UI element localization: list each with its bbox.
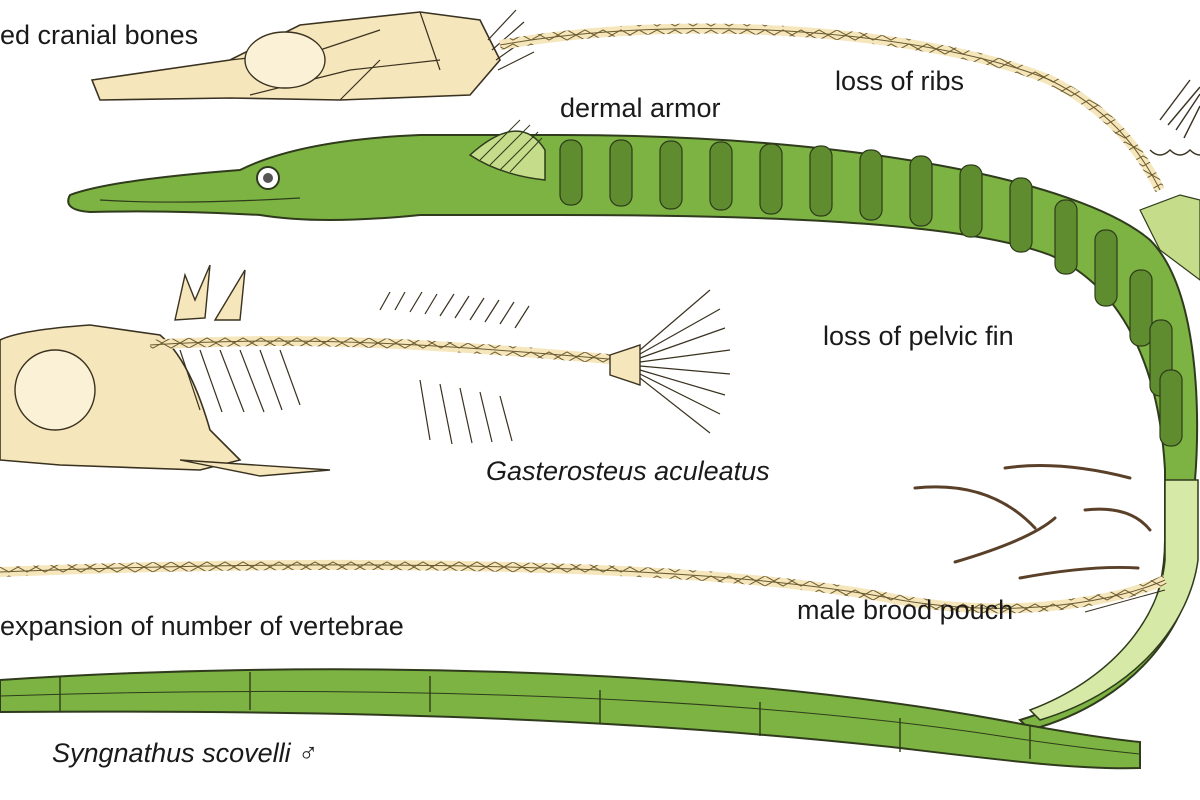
juvenile-5 [1018,565,1140,580]
dermal-armor-plates [559,139,1183,447]
brood-pouch [1028,479,1199,721]
juvenile-pipefish-group [913,464,1152,580]
label-dermal-armor: dermal armor [560,93,721,123]
stickleback-skeleton [0,264,731,477]
label-loss-of-pelvic-fin: loss of pelvic fin [823,321,1014,351]
pipefish-skull-illustration [90,9,535,101]
label-male-brood-pouch: male brood pouch [797,595,1014,625]
label-cranial-bones: ed cranial bones [0,20,199,50]
pipefish-tail [0,668,1141,770]
juvenile-1 [1003,464,1132,480]
label-species-stickleback: Gasterosteus aculeatus [486,456,770,486]
juvenile-3 [1083,507,1152,532]
juvenile-4 [953,516,1057,564]
dorsal-fin-rays-top-right [1149,79,1200,156]
label-loss-of-ribs: loss of ribs [835,66,965,96]
label-expansion-vertebrae: expansion of number of vertebrae [0,611,404,641]
pouch-leader-line [1084,589,1166,613]
label-species-pipefish: Syngnathus scovelli ♂ [52,738,319,768]
juvenile-2 [913,485,1037,530]
pipefish-body [0,119,1200,770]
